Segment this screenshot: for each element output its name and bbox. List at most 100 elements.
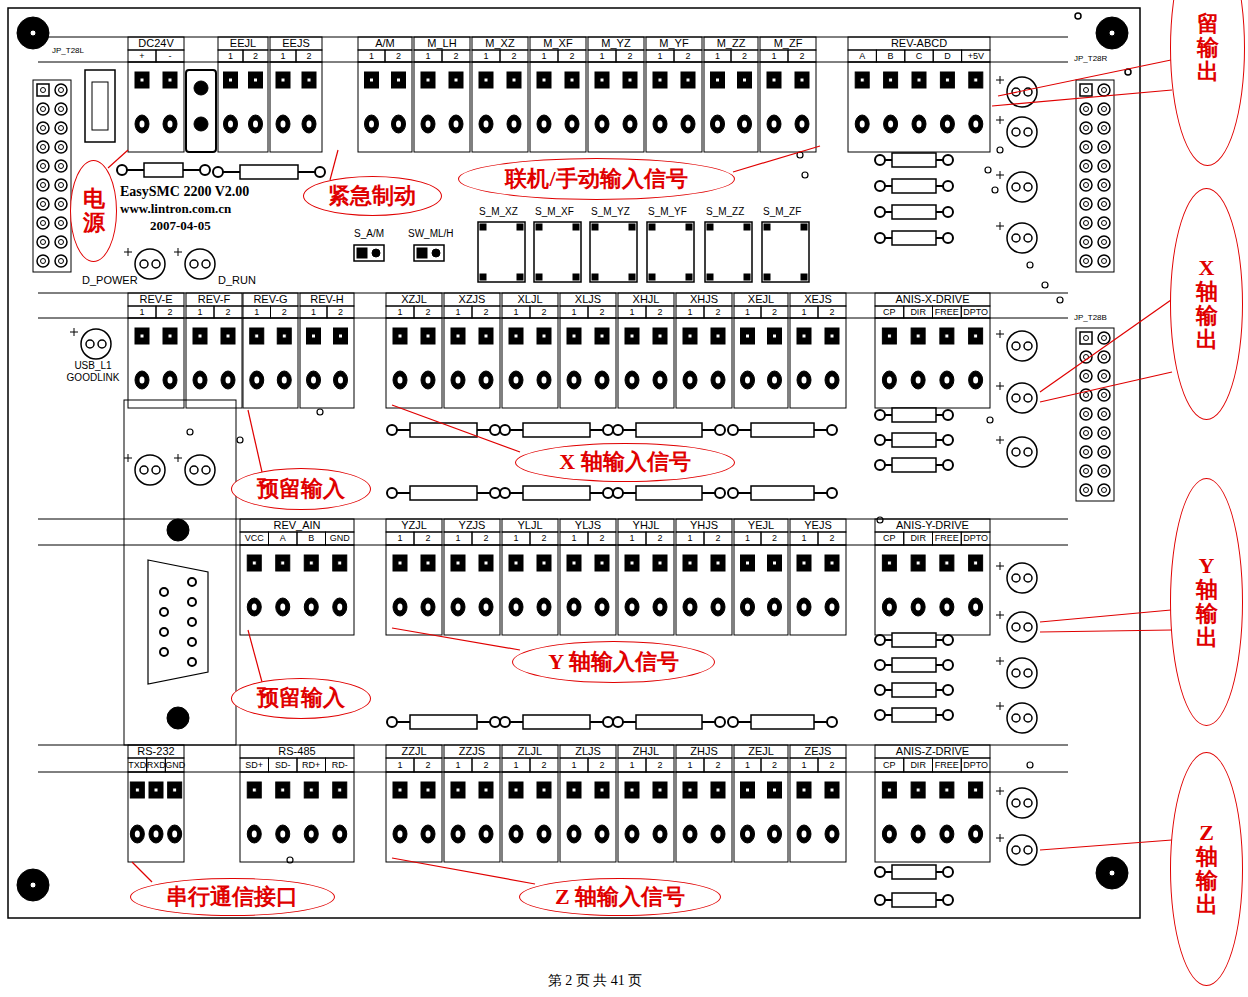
pin (55, 217, 67, 229)
pad-hole (456, 604, 461, 611)
via (992, 187, 998, 193)
terminal-square-pad (940, 72, 954, 88)
pad-hole (802, 377, 807, 384)
led-name: USB_L1 GOODLINK (58, 360, 128, 383)
resistor-pad (827, 717, 837, 727)
resistor-pad (715, 488, 725, 498)
pin-cell (472, 306, 500, 318)
resistor-body (410, 423, 477, 437)
header-cell (386, 519, 442, 532)
pad-hole (974, 788, 978, 792)
terminal-square-pad (625, 555, 639, 571)
pin-hole (1084, 469, 1089, 474)
resistor-pad (943, 181, 953, 191)
terminal-round-pad (149, 825, 163, 843)
fuse-holder (85, 70, 115, 142)
resistor-body (410, 486, 477, 500)
pin-name: 1 (676, 532, 704, 545)
pad-hole (945, 78, 949, 82)
pin-cell (218, 50, 243, 62)
pin-cell (588, 758, 616, 772)
pin-name: 2 (414, 306, 442, 318)
resistor-pad (943, 410, 953, 420)
terminal-square-pad (825, 328, 839, 344)
pin-hole (1084, 374, 1089, 379)
resistor-pad (875, 233, 885, 243)
pin-name: 1 (530, 50, 558, 62)
pad-hole (338, 561, 342, 565)
pin-name: DPTO (961, 306, 990, 318)
callout-ellipse: Z 轴输入信号 (519, 878, 720, 916)
pin-hole (1084, 202, 1089, 207)
terminal-block (128, 62, 184, 152)
header-name: JP_T28R (1074, 54, 1107, 63)
polarity-mark (996, 702, 1004, 710)
terminal-round-pad (795, 115, 809, 133)
pad-hole (140, 121, 145, 128)
leader-line (992, 90, 1172, 106)
pin-name: 2 (530, 532, 558, 545)
pin-hole (1102, 126, 1107, 131)
header-cell (560, 293, 616, 306)
led-lead (152, 466, 160, 474)
terminal-square-pad (393, 555, 407, 571)
terminal-square-pad (537, 328, 551, 344)
pin-name: 1 (386, 306, 414, 318)
header-cell (734, 745, 788, 758)
terminal-square-pad (277, 328, 291, 344)
header-cell (502, 519, 558, 532)
switch-pin (744, 224, 750, 230)
terminal-square-pad (797, 782, 811, 798)
resistor-pad (875, 410, 885, 420)
pin-cell (165, 758, 184, 772)
pin-name: 1 (444, 758, 472, 772)
pad-hole (281, 78, 285, 82)
header-cell (128, 745, 184, 758)
pin-name: SD+ (240, 758, 269, 772)
pad-hole (973, 121, 978, 128)
terminal-round-pad (451, 371, 465, 389)
terminal-square-pad (393, 782, 407, 798)
pad-hole (830, 788, 834, 792)
mounting-hole-center (30, 30, 36, 36)
pad-hole (745, 377, 750, 384)
polarity-mark (996, 611, 1004, 619)
pad-hole (745, 831, 750, 838)
terminal-name: XEJL (734, 293, 788, 306)
pad-hole (542, 788, 546, 792)
pin (1098, 122, 1110, 134)
led-lead (1012, 183, 1020, 191)
pad-hole (426, 604, 431, 611)
terminal-round-pad (683, 598, 697, 616)
terminal-square-pad (393, 328, 407, 344)
terminal-square-pad (595, 72, 609, 88)
terminal-round-pad (221, 371, 235, 389)
pad-hole (398, 604, 403, 611)
terminal-name: ZHJS (676, 745, 732, 758)
terminal-round-pad (768, 825, 782, 843)
terminal-square-pad (333, 782, 347, 798)
terminal-round-pad (393, 598, 407, 616)
pin-cell (790, 306, 818, 318)
header-cell (618, 745, 674, 758)
pad-hole (773, 334, 777, 338)
pin-name: 2 (385, 50, 412, 62)
callout-ellipse: 预留输入 (231, 468, 370, 510)
led-lead (202, 466, 210, 474)
polarity-mark (996, 76, 1004, 84)
pin-hole (1084, 412, 1089, 417)
connector-pad (194, 117, 208, 131)
header-cell (790, 293, 846, 306)
terminal-block (848, 62, 990, 152)
pad-hole (630, 561, 634, 565)
led-lead (1012, 234, 1020, 242)
pad-hole (973, 377, 978, 384)
pin (1098, 427, 1110, 439)
resistor-pad (943, 155, 953, 165)
pin (37, 255, 49, 267)
pin-hole (59, 88, 64, 93)
terminal-name: YEJL (734, 519, 788, 532)
terminal-block (218, 62, 268, 152)
terminal-round-pad (969, 115, 983, 133)
terminal-round-pad (969, 371, 983, 389)
